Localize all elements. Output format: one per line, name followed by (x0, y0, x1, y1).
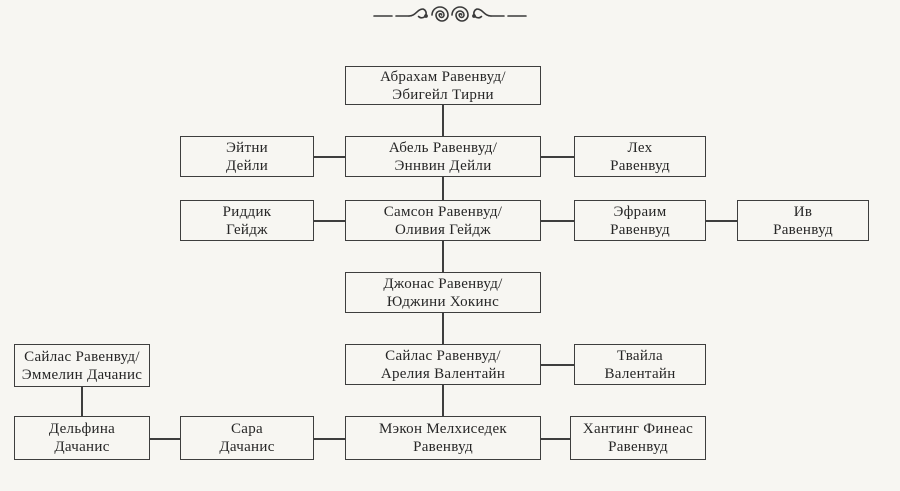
tree-node-line: Эммелин Дачанис (21, 366, 143, 383)
connector-samson-jonas (442, 241, 444, 272)
tree-node-eve: Ив Равенвуд (737, 200, 869, 241)
tree-node-abel: Абель Равенвуд/ Эннвин Дейли (345, 136, 541, 177)
tree-node-line: Сайлас Равенвуд/ (24, 348, 140, 365)
connector-silas-arelia-macon (442, 385, 444, 416)
connector-riddick-samson (314, 220, 345, 222)
tree-node-line: Равенвуд (773, 221, 833, 238)
tree-node-line: Эннвин Дейли (394, 157, 492, 174)
tree-node-line: Риддик (222, 203, 272, 220)
connector-jonas-silas-arelia (442, 313, 444, 344)
tree-node-line: Равенвуд (610, 221, 670, 238)
connector-samson-ephraim (541, 220, 574, 222)
tree-node-line: Самсон Равенвуд/ (383, 203, 503, 220)
tree-node-line: Дачанис (54, 439, 110, 455)
tree-node-line: Эбигейл Тирни (392, 86, 494, 103)
tree-node-ephraim: Эфраим Равенвуд (574, 200, 706, 241)
tree-node-riddick: Риддик Гейдж (180, 200, 314, 241)
connector-silas-emmaline-delphine (81, 387, 83, 416)
tree-node-silas-arelia: Сайлас Равенвуд/ Арелия Валентайн (345, 344, 541, 385)
tree-node-abraham: Абрахам Равенвуд/ Эбигейл Тирни (345, 66, 541, 105)
tree-node-line: Джонас Равенвуд/ (383, 275, 503, 292)
connector-ephraim-eve (706, 220, 737, 222)
tree-node-line: Хантинг Финеас (582, 421, 694, 437)
tree-node-line: Дельфина (48, 421, 116, 437)
tree-node-delphine: Дельфина Дачанис (14, 416, 150, 460)
tree-node-line: Эфраим (613, 203, 667, 220)
tree-node-line: Эйтни (225, 139, 269, 156)
tree-node-samson: Самсон Равенвуд/ Оливия Гейдж (345, 200, 541, 241)
tree-node-macon: Мэкон Мелхиседек Равенвуд (345, 416, 541, 460)
connector-abel-leah (541, 156, 574, 158)
tree-node-sarah: Сара Дачанис (180, 416, 314, 460)
tree-node-line: Оливия Гейдж (395, 221, 491, 238)
tree-node-line: Мэкон Мелхиседек (378, 421, 508, 437)
tree-node-leah: Лех Равенвуд (574, 136, 706, 177)
tree-node-line: Юджини Хокинс (386, 293, 500, 310)
tree-node-jonas: Джонас Равенвуд/ Юджини Хокинс (345, 272, 541, 313)
tree-node-eithne: Эйтни Дейли (180, 136, 314, 177)
connector-eithne-abel (314, 156, 345, 158)
connector-delphine-sarah (150, 438, 180, 440)
tree-node-line: Лех (627, 139, 653, 156)
tree-node-line: Дачанис (219, 439, 275, 455)
tree-node-line: Твайла (617, 347, 663, 364)
tree-node-silas-emmaline: Сайлас Равенвуд/ Эммелин Дачанис (14, 344, 150, 387)
tree-node-line: Равенвуд (608, 439, 668, 455)
tree-node-line: Сара (230, 421, 264, 437)
connector-abraham-abel (442, 105, 444, 136)
connector-silas-arelia-twyla (541, 364, 574, 366)
connector-macon-hunting (541, 438, 570, 440)
tree-node-line: Валентайн (604, 365, 676, 382)
connector-sarah-macon (314, 438, 345, 440)
decorative-flourish-icon (373, 6, 527, 22)
connector-abel-samson (442, 177, 444, 200)
tree-node-line: Сайлас Равенвуд/ (385, 347, 501, 364)
tree-node-line: Абель Равенвуд/ (388, 139, 498, 156)
tree-node-twyla: Твайла Валентайн (574, 344, 706, 385)
tree-node-line: Абрахам Равенвуд/ (380, 68, 506, 85)
tree-node-line: Гейдж (226, 221, 268, 238)
tree-node-line: Арелия Валентайн (380, 365, 506, 382)
tree-node-line: Дейли (225, 157, 269, 174)
tree-node-line: Равенвуд (413, 439, 473, 455)
tree-node-line: Ив (793, 203, 813, 220)
tree-node-line: Равенвуд (610, 157, 670, 174)
tree-node-hunting: Хантинг Финеас Равенвуд (570, 416, 706, 460)
